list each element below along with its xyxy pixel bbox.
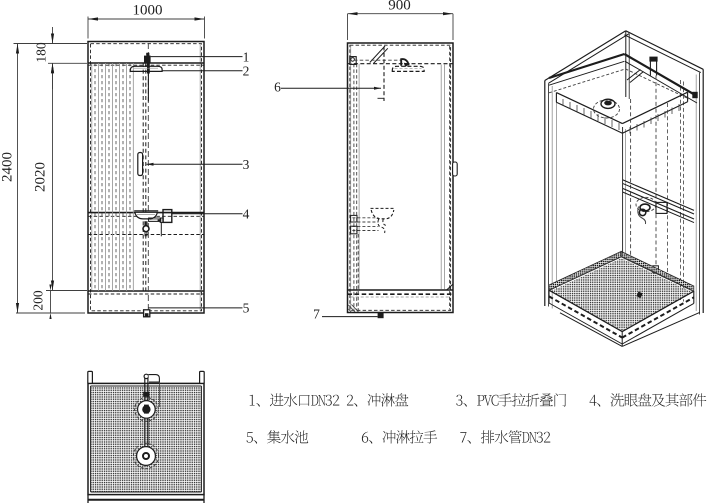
svg-text:1000: 1000 — [133, 3, 163, 19]
svg-text:200: 200 — [31, 290, 46, 311]
svg-text:900: 900 — [388, 0, 411, 14]
svg-text:180: 180 — [34, 42, 49, 63]
svg-text:4: 4 — [243, 207, 250, 222]
svg-text:3: 3 — [243, 157, 250, 172]
svg-text:6: 6 — [274, 80, 281, 95]
svg-text:2400: 2400 — [0, 152, 16, 182]
svg-text:2: 2 — [243, 64, 250, 79]
svg-text:7: 7 — [313, 307, 320, 322]
svg-text:2020: 2020 — [33, 162, 49, 192]
svg-text:5: 5 — [243, 301, 250, 316]
svg-text:1: 1 — [243, 50, 250, 65]
